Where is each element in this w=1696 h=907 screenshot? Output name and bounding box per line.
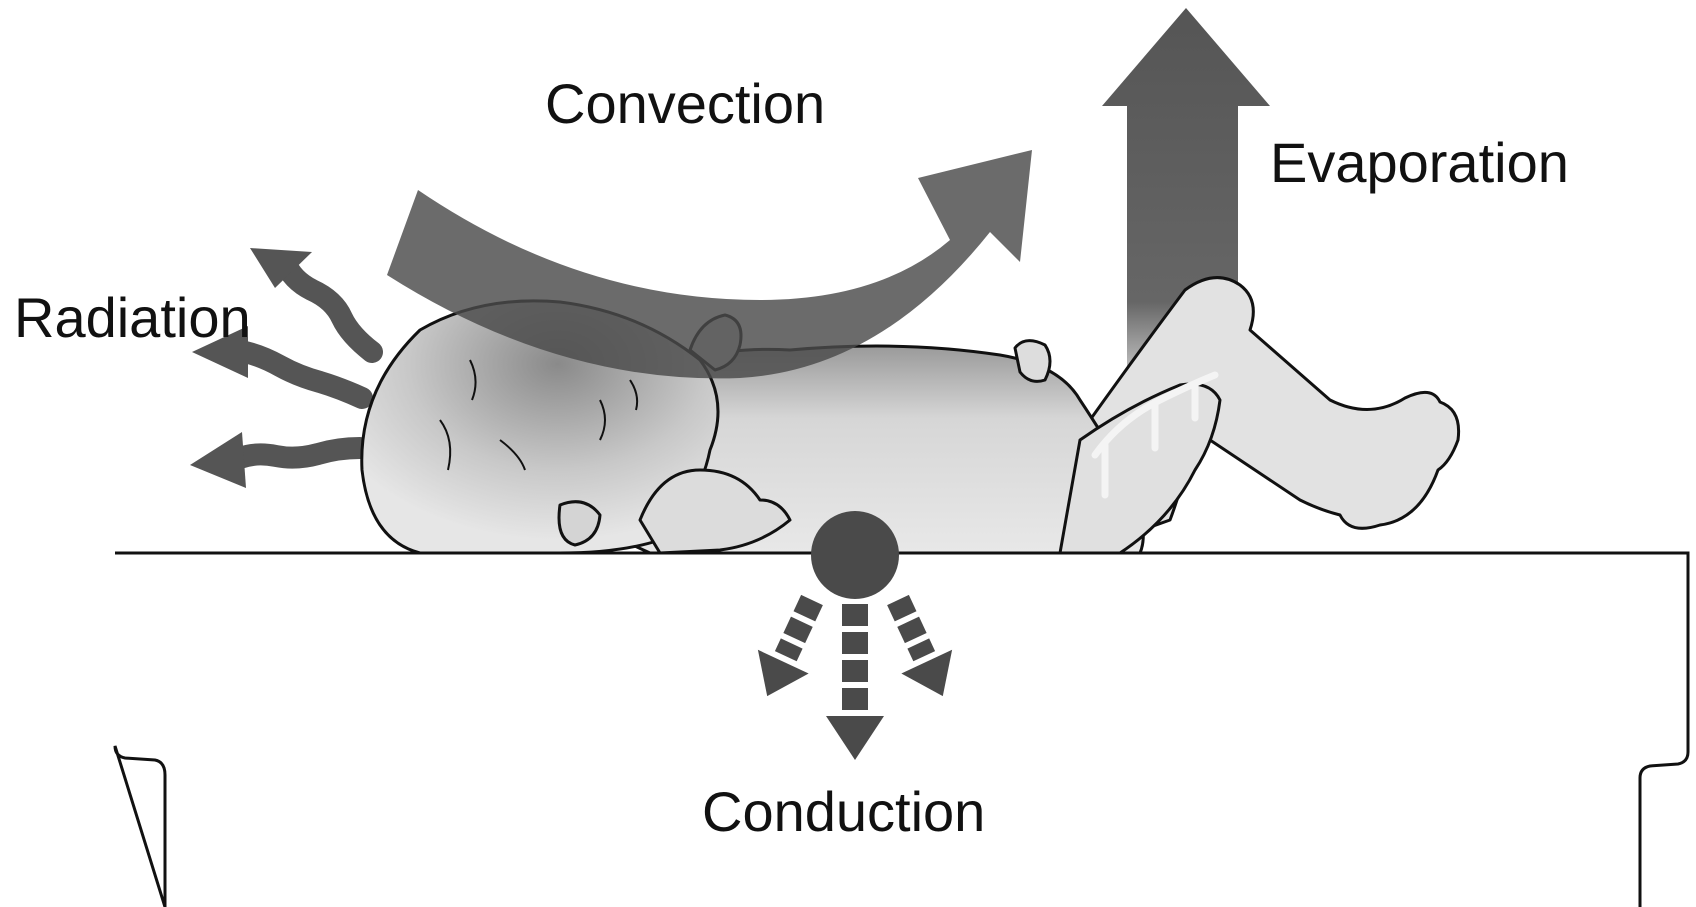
radiation-label: Radiation: [14, 290, 251, 346]
conduction-label: Conduction: [702, 784, 985, 840]
conduction-source: [811, 511, 899, 599]
convection-label: Convection: [545, 76, 825, 132]
radiation-arrows: [240, 262, 372, 458]
evaporation-label: Evaporation: [1270, 135, 1569, 191]
